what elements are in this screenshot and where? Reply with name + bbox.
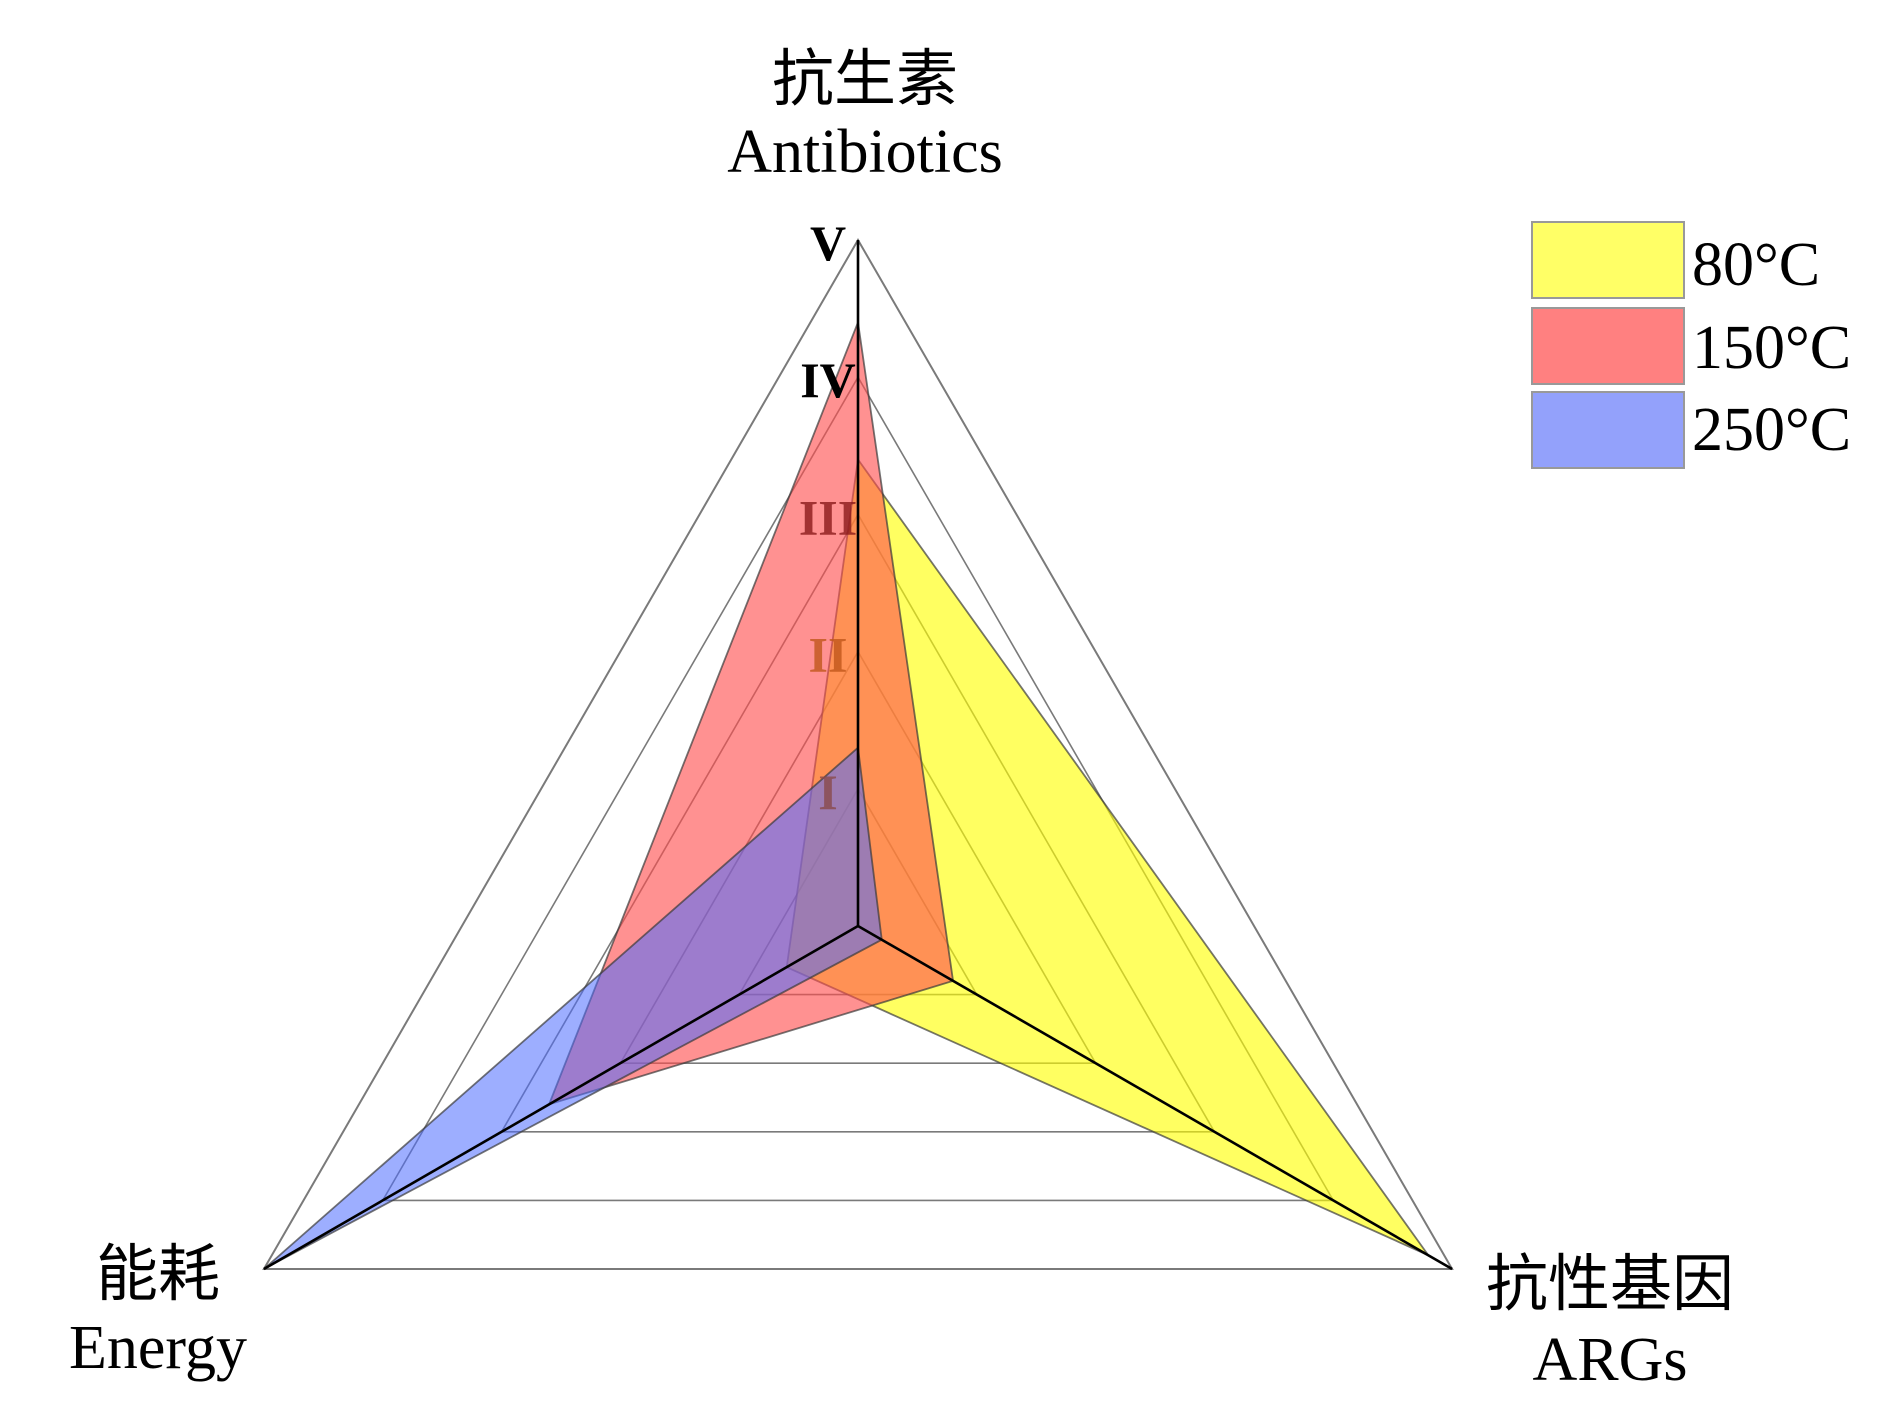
legend-swatch-80c bbox=[1531, 221, 1685, 299]
axis-label-args: 抗性基因 ARGs bbox=[1486, 1251, 1734, 1394]
tick-label-4: IV bbox=[800, 352, 856, 408]
legend-label-80c: 80°C bbox=[1692, 231, 1820, 299]
radar-axes bbox=[263, 240, 1453, 1271]
axis-label-energy-cn: 能耗 bbox=[96, 1241, 220, 1309]
axis-spoke-2 bbox=[263, 924, 859, 1271]
axis-label-args-cn: 抗性基因 bbox=[1486, 1251, 1734, 1319]
tick-label-2: II bbox=[809, 627, 848, 683]
tick-label-3: III bbox=[799, 489, 857, 545]
legend-swatch-250c bbox=[1531, 391, 1685, 469]
tick-label-1: I bbox=[818, 764, 837, 820]
grid-ring-5 bbox=[262, 237, 1454, 1270]
tick-label-5: V bbox=[810, 215, 846, 271]
axis-label-energy: 能耗 Energy bbox=[69, 1241, 247, 1382]
axis-label-antibiotics-cn: 抗生素 bbox=[772, 46, 958, 114]
legend-label-250c: 250°C bbox=[1692, 396, 1851, 464]
axis-label-args-en: ARGs bbox=[1532, 1326, 1687, 1394]
grid-ring-4 bbox=[381, 375, 1335, 1202]
axis-label-antibiotics-en: Antibiotics bbox=[727, 118, 1003, 186]
axis-label-antibiotics: 抗生素 Antibiotics bbox=[727, 46, 1003, 186]
axis-label-energy-en: Energy bbox=[69, 1314, 247, 1382]
legend: 80°C 150°C 250°C bbox=[1531, 221, 1851, 469]
series-areas bbox=[263, 318, 1432, 1270]
series-area-250C bbox=[263, 745, 883, 1270]
legend-swatch-150c bbox=[1531, 307, 1685, 385]
legend-label-150c: 150°C bbox=[1692, 314, 1851, 382]
axis-spoke-1 bbox=[857, 924, 1453, 1271]
